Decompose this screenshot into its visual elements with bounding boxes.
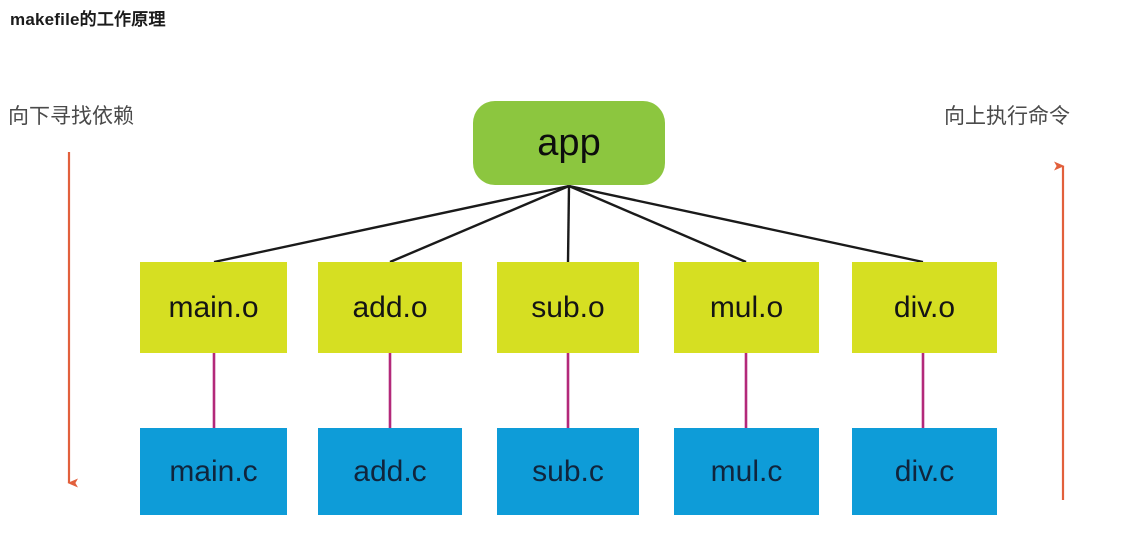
page-title: makefile的工作原理 (10, 10, 166, 29)
edge-app-to-sub-o (566, 185, 571, 263)
node-add-c-label: add.c (353, 454, 427, 488)
node-main-o[interactable]: main.o (140, 262, 287, 353)
edge-app-to-add-o (389, 184, 570, 264)
node-mul-o[interactable]: mul.o (674, 262, 819, 353)
node-main-c-label: main.c (169, 454, 258, 488)
node-mul-c-label: mul.c (710, 454, 783, 488)
node-mul-c[interactable]: mul.c (674, 428, 819, 515)
node-add-c[interactable]: add.c (318, 428, 462, 515)
tree-edges (213, 184, 924, 264)
node-mul-o-label: mul.o (709, 290, 784, 324)
node-div-o-label: div.o (893, 290, 956, 324)
node-add-o-label: add.o (352, 290, 428, 324)
node-div-c[interactable]: div.c (852, 428, 997, 515)
node-div-c-label: div.c (894, 454, 955, 488)
node-sub-c-label: sub.c (532, 454, 604, 488)
node-div-o[interactable]: div.o (852, 262, 997, 353)
edge-app-to-main-o (213, 184, 570, 264)
node-add-o[interactable]: add.o (318, 262, 462, 353)
annotation-left-down-dependency: 向下寻找依赖 (8, 105, 134, 128)
annotation-right-up-command: 向上执行命令 (944, 105, 1070, 128)
node-app[interactable]: app (473, 101, 665, 185)
edge-app-to-mul-o (568, 184, 747, 264)
node-sub-c[interactable]: sub.c (497, 428, 639, 515)
node-sub-o[interactable]: sub.o (497, 262, 639, 353)
edge-app-to-div-o (568, 184, 924, 264)
node-main-c[interactable]: main.c (140, 428, 287, 515)
node-app-label: app (537, 122, 601, 164)
compile-edges (212, 352, 925, 429)
node-main-o-label: main.o (168, 290, 259, 324)
node-sub-o-label: sub.o (531, 290, 605, 324)
